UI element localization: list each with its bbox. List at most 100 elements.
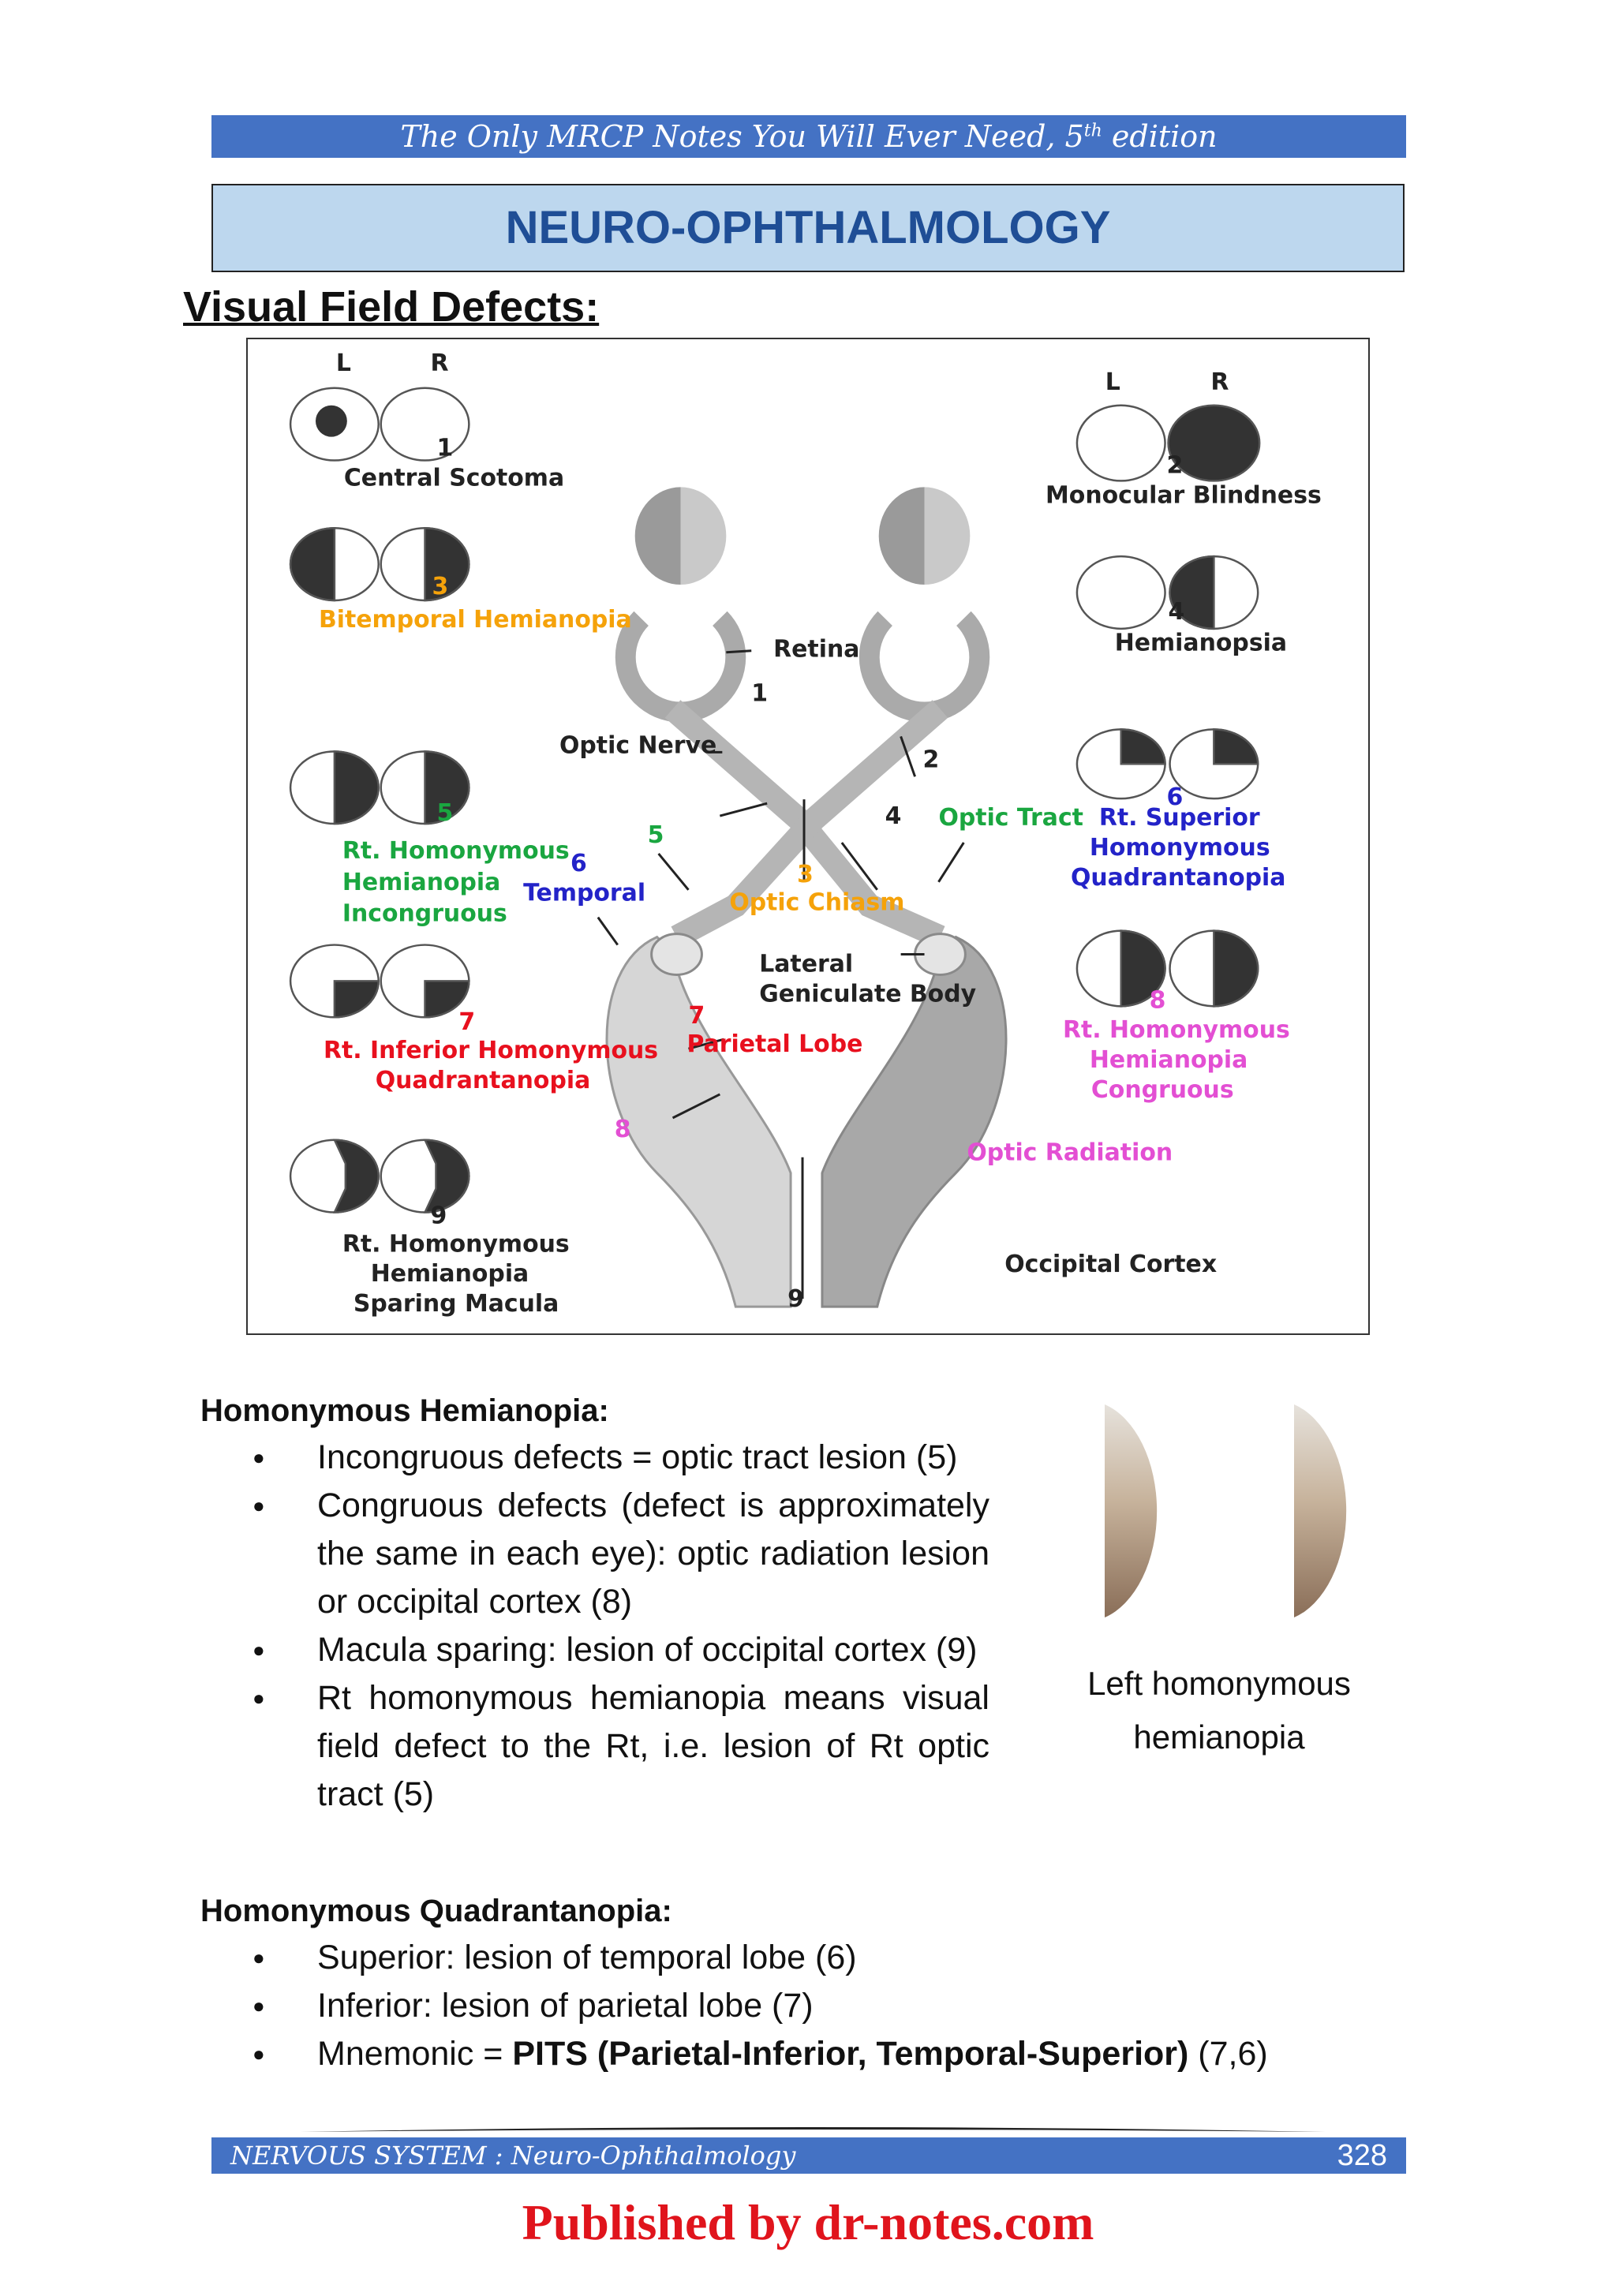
label-lgn-2: Geniculate Body <box>759 980 976 1008</box>
mnemonic-item: Mnemonic = PITS (Parietal-Inferior, Temp… <box>200 2030 1431 2078</box>
num-6-path: 6 <box>570 850 587 877</box>
right-eye-field <box>878 487 971 585</box>
field-icons <box>289 387 1261 1213</box>
label-rt-hom-spare-1: Rt. Homonymous <box>342 1230 570 1258</box>
list-item: Macula sparing: lesion of occipital cort… <box>200 1626 989 1674</box>
left-eye-half-photo <box>1105 1404 1158 1617</box>
footer-chapter: NERVOUS SYSTEM : Neuro-Ophthalmology <box>230 2141 796 2171</box>
label-temporal: Temporal <box>523 880 645 907</box>
num-3-path: 3 <box>797 861 814 888</box>
photo-caption-line-2: hemianopia <box>1133 1718 1305 1756</box>
chapter-title-box: NEURO-OPHTHALMOLOGY <box>211 184 1405 272</box>
city-photo-illustration <box>1105 1404 1347 1617</box>
label-rt-hom-incong-1: Rt. Homonymous <box>342 837 570 865</box>
num-7-path: 7 <box>688 1002 705 1030</box>
hemianopia-bullet-list: Incongruous defects = optic tract lesion… <box>200 1434 989 1819</box>
label-rt-hom-cong-2: Hemianopia <box>1090 1046 1248 1074</box>
list-item: Congruous defects (defect is approximate… <box>200 1482 989 1626</box>
eye-R-right: R <box>1210 368 1229 396</box>
num-6-icon: 6 <box>1167 783 1184 811</box>
publisher-text: Published by dr-notes.com <box>522 2194 1094 2250</box>
eye-L-right: L <box>1105 368 1120 396</box>
num-2-icon: 2 <box>1167 451 1184 479</box>
label-optic-chiasm: Optic Chiasm <box>729 889 904 917</box>
num-2-path: 2 <box>923 746 940 773</box>
label-rt-inferior-1: Rt. Inferior Homonymous <box>324 1037 658 1064</box>
label-lgn-1: Lateral <box>759 950 853 978</box>
num-7-icon: 7 <box>458 1008 475 1036</box>
visual-pathway-svg: L R L R 1 Central Scotoma 2 Monocular Bl… <box>289 350 1322 1318</box>
label-rt-superior-1: Rt. Superior <box>1099 804 1260 832</box>
right-eyeball <box>858 611 990 723</box>
num-8-icon: 8 <box>1150 986 1166 1014</box>
visual-pathway-diagram: L R L R 1 Central Scotoma 2 Monocular Bl… <box>246 338 1370 1335</box>
num-5-path: 5 <box>648 821 664 849</box>
left-eyeball <box>615 611 746 723</box>
left-optic-nerve <box>664 700 945 948</box>
right-eye-half-photo <box>1294 1404 1347 1617</box>
mnemonic-prefix: Mnemonic = <box>317 2035 513 2073</box>
label-optic-nerve: Optic Nerve <box>559 731 716 759</box>
homonymous-quadrantanopia-heading: Homonymous Quadrantanopia: <box>200 1894 672 1928</box>
photo-caption-line-1: Left homonymous <box>1087 1665 1351 1702</box>
num-1-icon: 1 <box>436 435 453 462</box>
list-item: Inferior: lesion of parietal lobe (7) <box>200 1982 1431 2030</box>
footer-divider <box>300 2127 1326 2132</box>
eye-R-left: R <box>431 350 449 377</box>
label-rt-hom-incong-2: Hemianopia <box>342 869 500 896</box>
mnemonic-suffix: (7,6) <box>1188 2035 1268 2073</box>
left-radiation <box>605 935 792 1308</box>
num-1-path: 1 <box>751 680 768 708</box>
num-8-path: 8 <box>615 1116 631 1143</box>
section-heading: Visual Field Defects: <box>183 283 600 331</box>
page-number: 328 <box>1337 2139 1387 2172</box>
photo-caption: Left homonymous hemianopia <box>1034 1657 1405 1764</box>
label-rt-superior-2: Homonymous <box>1090 834 1270 862</box>
mnemonic-bold: PITS (Parietal-Inferior, Temporal-Superi… <box>512 2035 1189 2073</box>
label-rt-hom-spare-3: Sparing Macula <box>354 1290 559 1318</box>
right-radiation <box>821 935 1008 1308</box>
homonymous-quadrantanopia-section: Homonymous Quadrantanopia: Superior: les… <box>200 1894 1431 2078</box>
label-rt-superior-3: Quadrantanopia <box>1071 864 1286 892</box>
label-rt-hom-spare-2: Hemianopia <box>371 1260 529 1288</box>
pointer-lines <box>597 649 965 1299</box>
num-9-path: 9 <box>787 1285 804 1313</box>
chapter-title: NEURO-OPHTHALMOLOGY <box>505 202 1111 253</box>
top-banner: The Only MRCP Notes You Will Ever Need, … <box>211 115 1406 158</box>
hemianopia-photo <box>1049 1397 1412 1625</box>
label-bitemporal: Bitemporal Hemianopia <box>319 606 632 634</box>
diagram-labels: L R L R 1 Central Scotoma 2 Monocular Bl… <box>319 350 1322 1318</box>
homonymous-hemianopia-section: Homonymous Hemianopia: Incongruous defec… <box>200 1393 989 1819</box>
label-parietal-lobe: Parietal Lobe <box>686 1030 862 1058</box>
label-hemianopsia: Hemianopsia <box>1115 630 1287 657</box>
banner-tail: edition <box>1102 119 1218 154</box>
banner-superscript: th <box>1083 121 1102 141</box>
pathway-anatomy <box>605 487 1008 1308</box>
num-5-icon: 5 <box>436 799 453 827</box>
label-rt-hom-cong-1: Rt. Homonymous <box>1063 1016 1290 1044</box>
num-4-icon: 4 <box>1169 598 1185 626</box>
label-occipital-cortex: Occipital Cortex <box>1004 1251 1217 1278</box>
label-monocular-blindness: Monocular Blindness <box>1046 481 1322 509</box>
homonymous-hemianopia-heading: Homonymous Hemianopia: <box>200 1393 609 1428</box>
label-retina: Retina <box>773 636 859 664</box>
list-item: Incongruous defects = optic tract lesion… <box>200 1434 989 1482</box>
eye-L-left: L <box>336 350 351 377</box>
label-rt-inferior-2: Quadrantanopia <box>376 1067 591 1094</box>
num-3-icon: 3 <box>432 573 449 600</box>
label-optic-tract: Optic Tract <box>938 804 1083 832</box>
left-eye-field <box>634 487 727 585</box>
banner-text: The Only MRCP Notes You Will Ever Need, … <box>400 119 1084 154</box>
num-9-icon: 9 <box>431 1202 447 1229</box>
right-optic-nerve <box>671 700 948 948</box>
label-central-scotoma: Central Scotoma <box>344 464 564 492</box>
quadrantanopia-bullet-list: Superior: lesion of temporal lobe (6) In… <box>200 1934 1431 2078</box>
list-item: Rt homonymous hemianopia means visual fi… <box>200 1674 989 1819</box>
label-rt-hom-incong-3: Incongruous <box>342 900 507 928</box>
label-rt-hom-cong-3: Congruous <box>1091 1076 1234 1104</box>
list-item: Superior: lesion of temporal lobe (6) <box>200 1934 1431 1982</box>
num-4-path: 4 <box>885 802 902 830</box>
label-optic-radiation: Optic Radiation <box>967 1139 1173 1167</box>
left-lgn <box>650 933 703 976</box>
footer-banner: NERVOUS SYSTEM : Neuro-Ophthalmology 328 <box>211 2137 1406 2174</box>
